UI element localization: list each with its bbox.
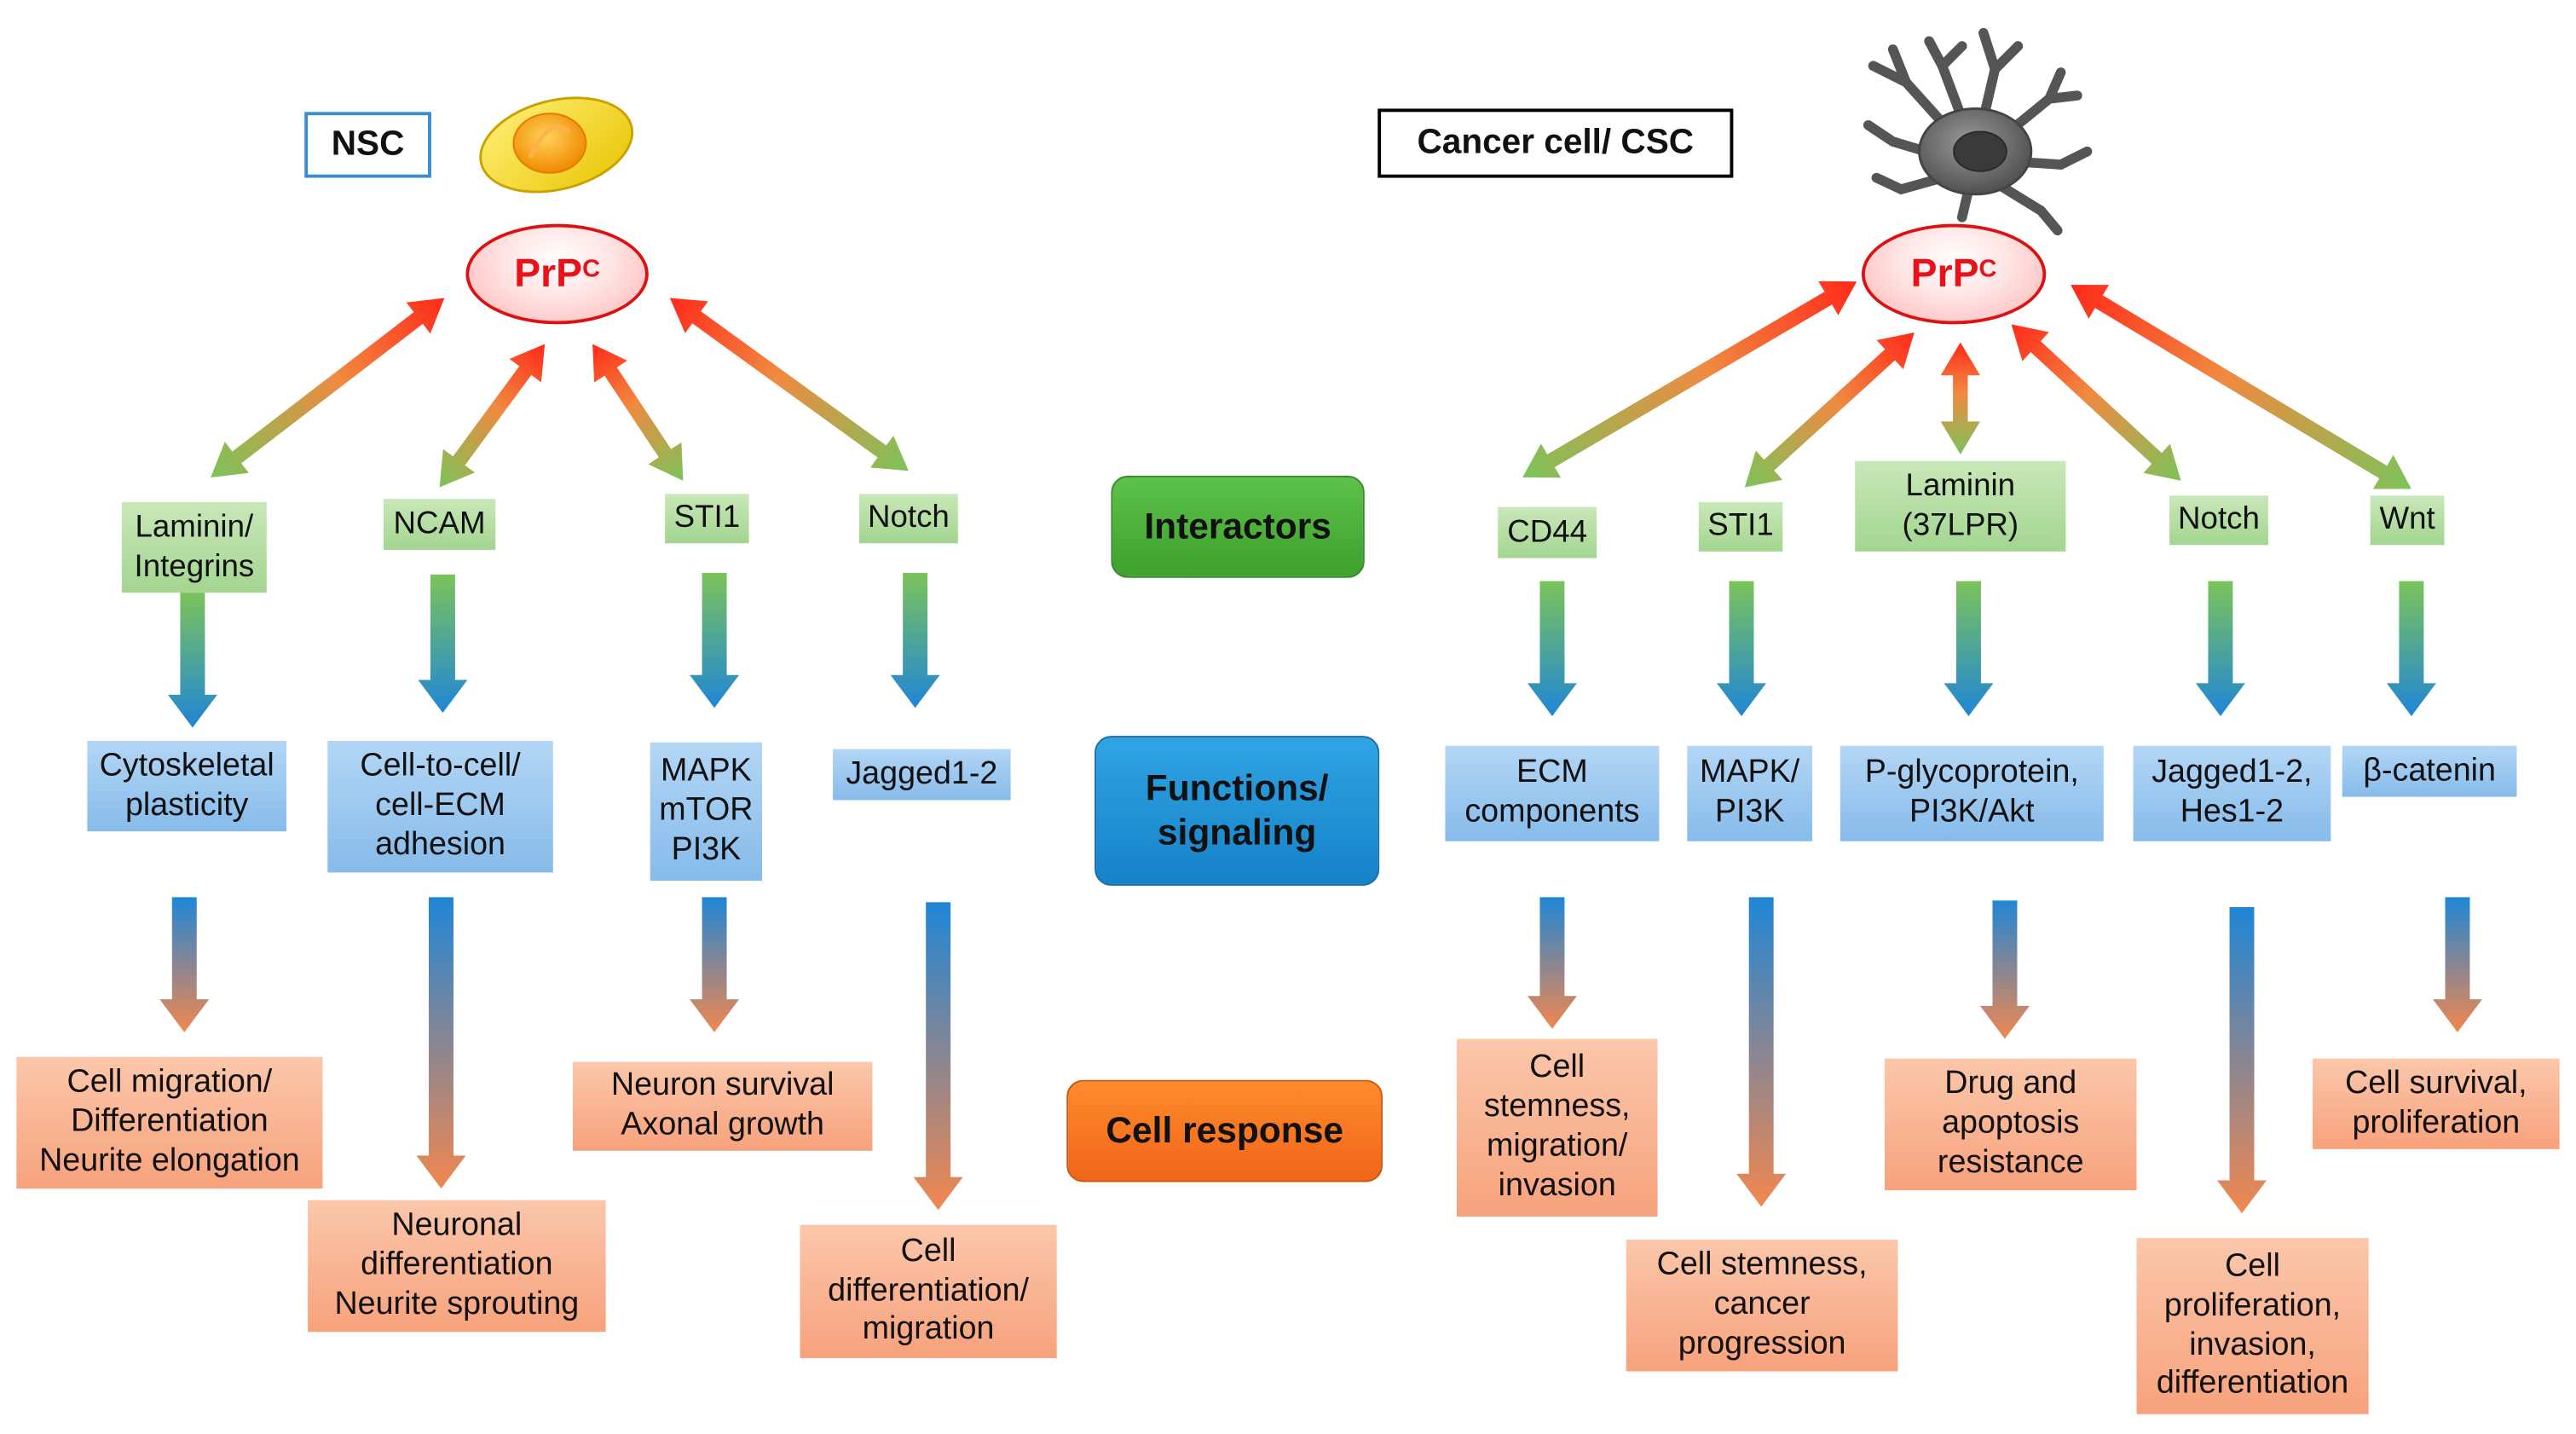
cancer-interactor-laminin: Laminin (37LPR) <box>1855 460 2066 552</box>
cancer-function-beta-catenin: β-catenin <box>2342 745 2517 797</box>
prpc-nsc-label: PrP <box>514 251 583 296</box>
cancer-interactor-notch: Notch <box>2169 495 2268 546</box>
arrow-jagged-to-proliferation <box>2217 906 2267 1214</box>
cancer-function-mapk-pi3k: MAPK/ PI3K <box>1687 745 1813 841</box>
arrow-jagged-to-celldiff <box>913 902 963 1211</box>
nsc-response-neuron-survival: Neuron survival Axonal growth <box>572 1061 873 1151</box>
cancer-function-jagged-hes: Jagged1-2, Hes1-2 <box>2133 745 2331 841</box>
arrow-adhesion-to-neuronal <box>416 897 466 1189</box>
cancer-function-pglyco: P-glycoprotein, PI3K/Akt <box>1840 745 2104 841</box>
arrow-betacatenin-to-survival <box>2433 897 2482 1032</box>
nsc-interactor-sti1: STI1 <box>665 494 749 544</box>
nsc-interactor-laminin-integrins: Laminin/ Integrins <box>121 501 267 593</box>
arrow-prpc-sti1 <box>592 344 684 481</box>
nsc-response-neuronal: Neuronal differentiation Neurite sprouti… <box>308 1200 606 1333</box>
cancer-interactor-cd44: CD44 <box>1498 506 1597 558</box>
arrow-prpc-notch-cancer <box>2011 324 2181 481</box>
nsc-title: NSC <box>304 112 431 178</box>
row-label-interactors: Interactors <box>1111 476 1365 578</box>
nsc-interactor-ncam: NCAM <box>383 499 496 550</box>
arrow-prpc-notch <box>669 298 909 471</box>
cancer-interactor-sti1: STI1 <box>1698 501 1783 552</box>
interaction-arrows <box>211 280 2411 489</box>
arrow-mapk-to-stemness-progression <box>1736 897 1787 1207</box>
cancer-response-survival: Cell survival, proliferation <box>2313 1058 2560 1149</box>
arrow-notch-to-jagged-cancer <box>2195 581 2245 716</box>
arrow-sti1-to-mapk <box>690 572 740 708</box>
arrow-laminin-to-cytoskeletal <box>167 593 217 728</box>
cancer-response-drug-resistance: Drug and apoptosis resistance <box>1884 1058 2137 1191</box>
arrow-ncam-to-adhesion <box>418 574 468 714</box>
cancer-response-stemness-migration: Cell stemness, migration/ invasion <box>1456 1038 1658 1217</box>
prpc-cancer-sup: C <box>1978 255 1997 284</box>
arrow-cytoskeletal-to-migration <box>159 897 210 1032</box>
arrow-prpc-laminin <box>211 298 445 477</box>
nsc-function-jagged: Jagged1-2 <box>833 749 1011 801</box>
cancer-cell-icon <box>1863 27 2093 236</box>
nsc-cell-icon <box>479 96 634 194</box>
cancer-interactor-wnt: Wnt <box>2370 495 2445 546</box>
row-label-functions: Functions/ signaling <box>1095 736 1380 886</box>
cancer-title: Cancer cell/ CSC <box>1378 108 1734 178</box>
nsc-interactor-notch: Notch <box>858 494 958 544</box>
nsc-function-adhesion: Cell-to-cell/ cell-ECM adhesion <box>327 740 553 873</box>
prpc-cancer-label: PrP <box>1910 251 1979 296</box>
arrow-cd44-to-ecm <box>1527 581 1577 716</box>
cancer-response-stemness-progression: Cell stemness, cancer progression <box>1626 1240 1898 1372</box>
nsc-function-mapk-mtor-pi3k: MAPK mTOR PI3K <box>650 742 763 882</box>
arrow-prpc-sti1-cancer <box>1744 332 1915 488</box>
cancer-response-proliferation-invasion: Cell proliferation, invasion, differenti… <box>2136 1238 2369 1414</box>
arrow-ecm-to-stemness <box>1527 897 1577 1029</box>
arrow-prpc-ncam <box>439 344 546 488</box>
arrow-sti1-to-mapk-cancer <box>1717 581 1766 716</box>
arrow-prpc-wnt <box>2071 285 2411 489</box>
arrow-laminin-to-pglyco <box>1944 581 1994 716</box>
arrow-mapk-to-survival <box>690 897 740 1032</box>
arrow-wnt-to-betacatenin <box>2386 581 2436 716</box>
cancer-function-ecm: ECM components <box>1445 745 1660 841</box>
arrow-notch-to-jagged <box>890 572 940 708</box>
arrow-prpc-laminin-cancer <box>1940 342 1980 454</box>
row-label-response: Cell response <box>1066 1079 1383 1182</box>
arrow-prpc-cd44 <box>1522 280 1857 478</box>
nsc-response-cell-diff: Cell differentiation/ migration <box>800 1224 1057 1359</box>
nsc-function-cytoskeletal: Cytoskeletal plasticity <box>87 740 286 832</box>
prpc-nsc-sup: C <box>582 255 601 284</box>
nsc-response-migration: Cell migration/ Differentiation Neurite … <box>16 1056 323 1189</box>
arrow-pglyco-to-drug <box>1979 900 2030 1039</box>
